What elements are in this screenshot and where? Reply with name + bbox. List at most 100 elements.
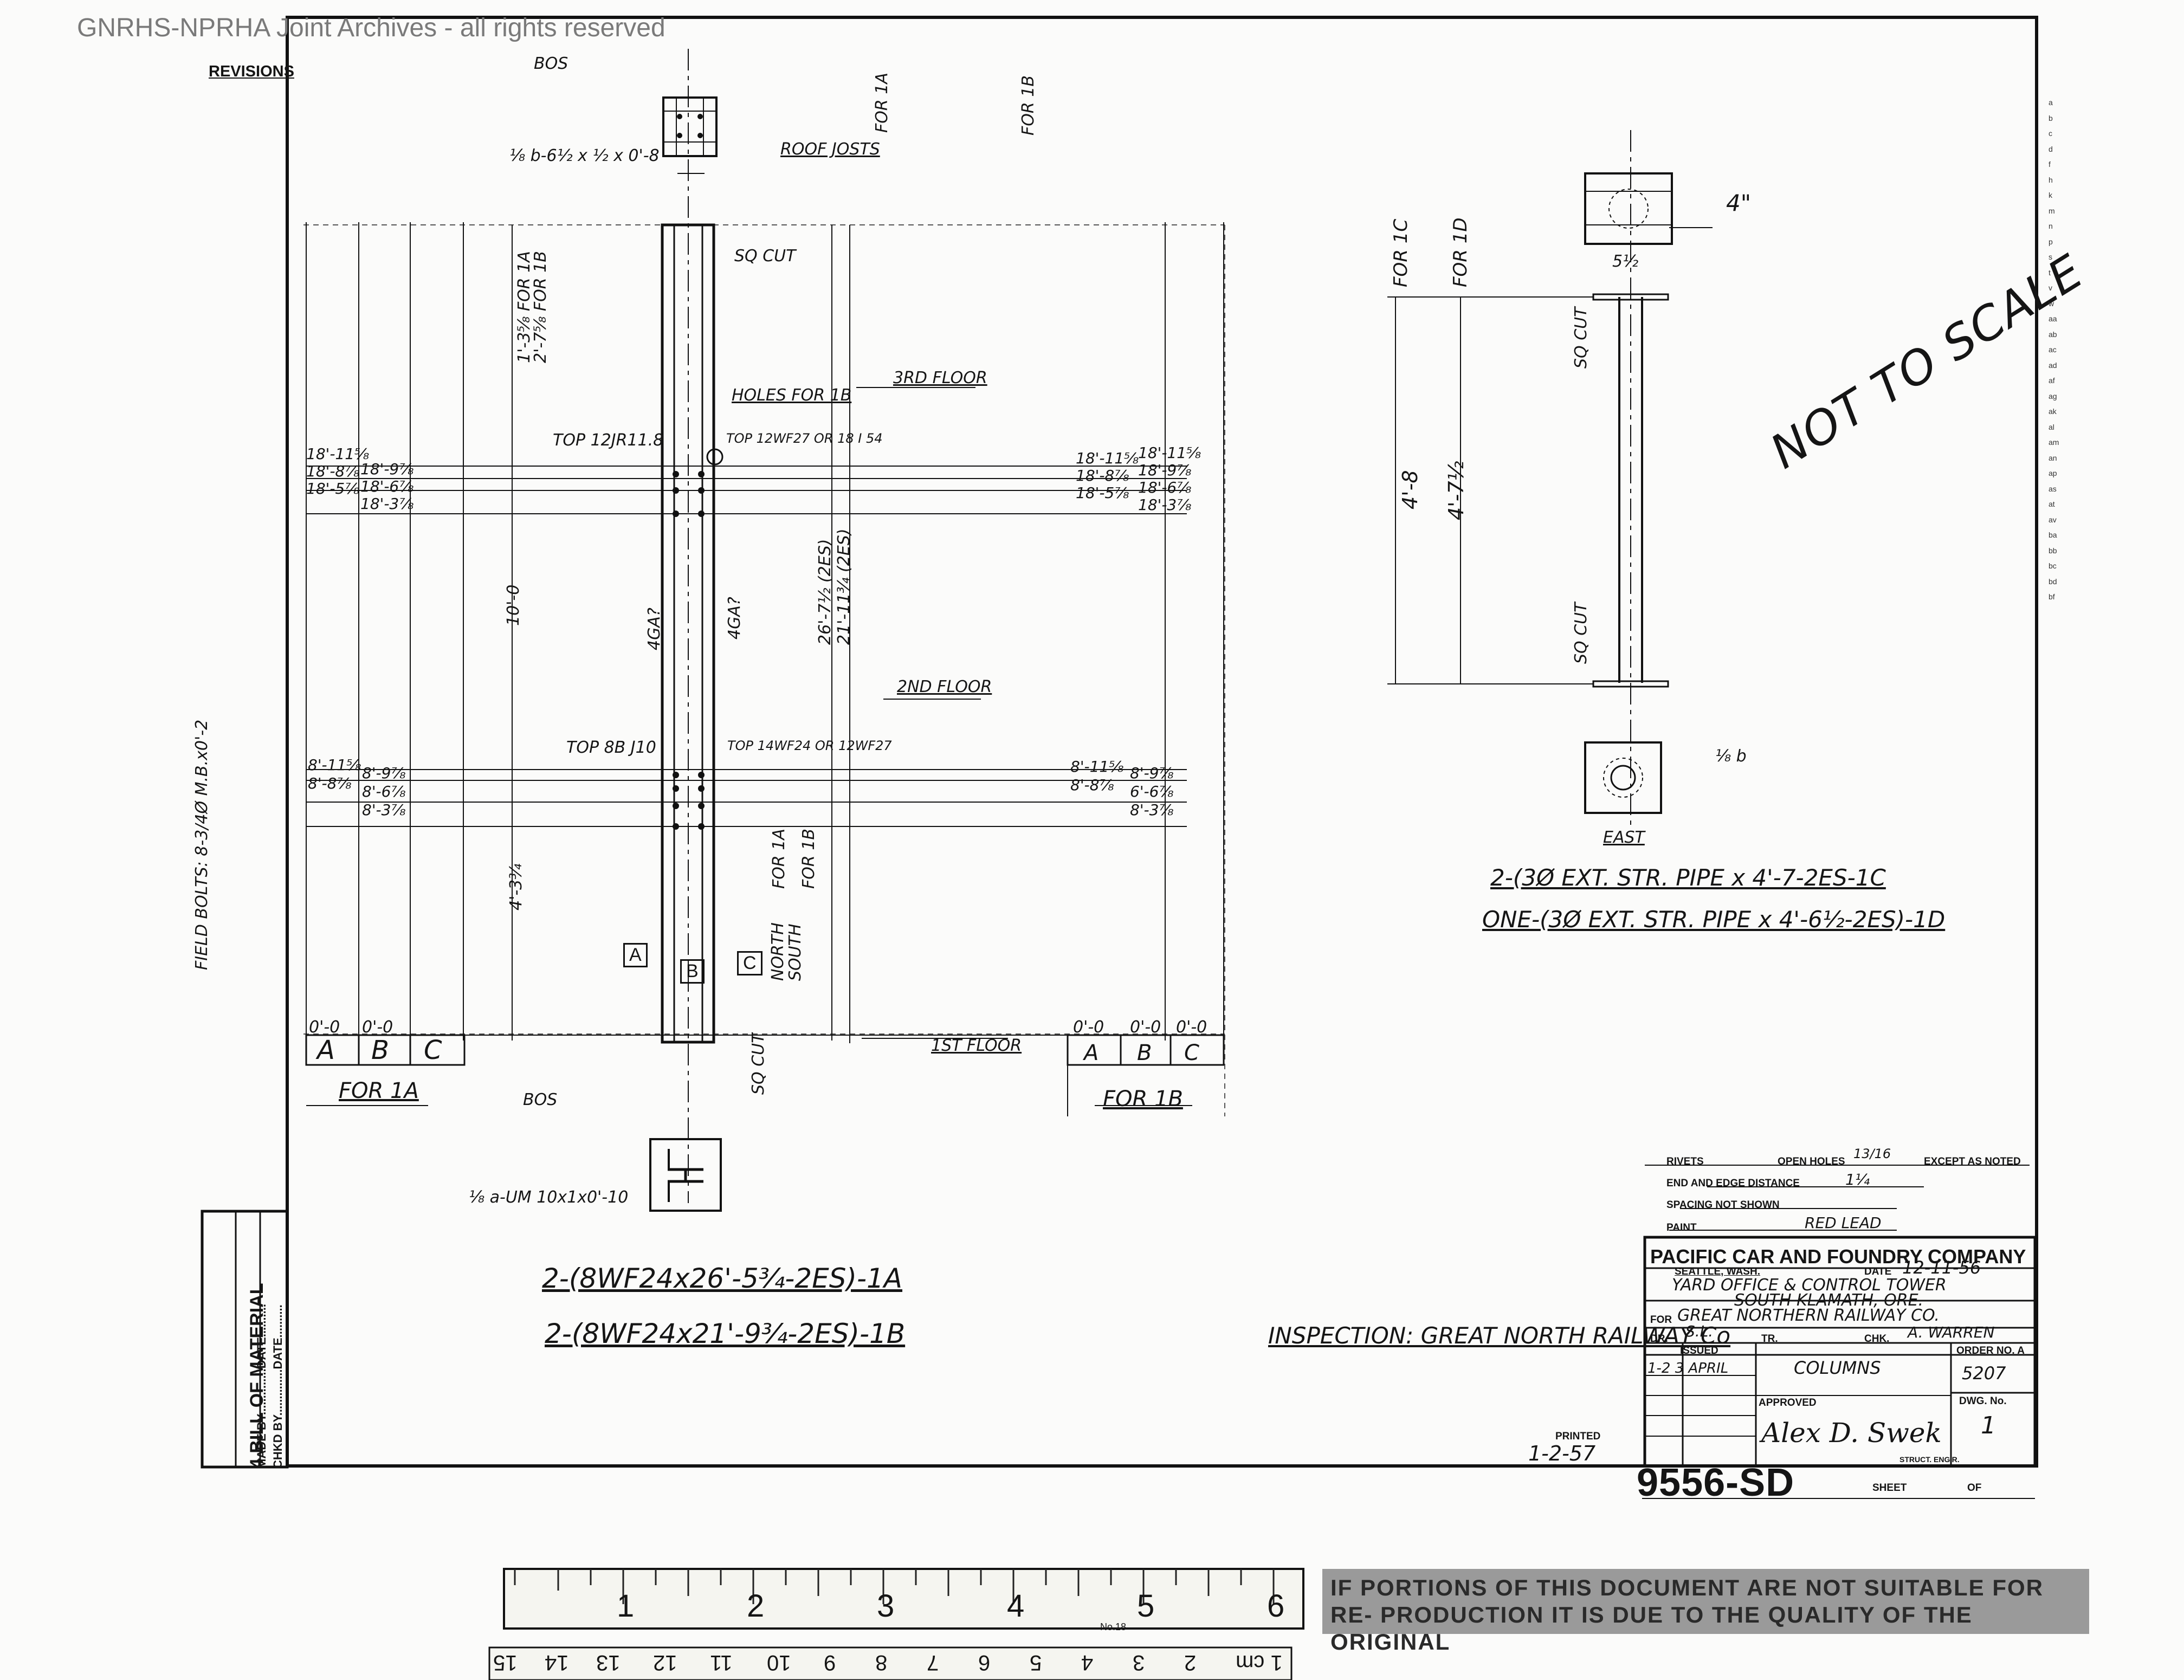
holes-for-1b-label: HOLES FOR 1B: [732, 386, 852, 405]
bos-top-label: BOS: [534, 54, 568, 73]
index-letter: ba: [2049, 531, 2057, 539]
ruler-cm-14: 14: [545, 1651, 569, 1675]
revisions-header: REVISIONS: [209, 63, 294, 80]
mark-a: A: [623, 943, 648, 967]
ruler-inch-3: 3: [877, 1588, 895, 1624]
for-1a-top-label: FOR 1A: [873, 73, 891, 133]
scale-ruler: [503, 1568, 1304, 1630]
project-line-2: SOUTH KLAMATH, ORE.: [1734, 1291, 1924, 1310]
dwg-no-label: DWG. No.: [1959, 1395, 2007, 1407]
pipe-sq-cut-bottom: SQ CUT: [1572, 602, 1591, 664]
bom-checked-by: CHKD BY..............DATE..........: [271, 1304, 285, 1469]
index-letter: ab: [2049, 329, 2057, 339]
ruler-cm-8: 8: [875, 1651, 888, 1675]
drawn-by-value: S.L.: [1685, 1322, 1714, 1340]
of-label: OF: [1967, 1482, 1982, 1494]
pipe-dim-4-8: 4'-8: [1398, 470, 1422, 509]
issued-row: 1-2 3 APRIL: [1647, 1360, 1729, 1377]
top-upper-right-label: TOP 12WF27 OR 18 I 54: [726, 431, 883, 446]
table-left-caption: FOR 1A: [339, 1078, 419, 1103]
table-left-col-c: C: [424, 1035, 442, 1065]
sheet-label: SHEET: [1872, 1482, 1907, 1494]
edge-distance-label: END AND EDGE DISTANCE: [1666, 1178, 1800, 1189]
ruler-cm-4: 4: [1081, 1651, 1094, 1675]
checked-by-value: A. WARREN: [1908, 1323, 1995, 1341]
index-letter: al: [2049, 422, 2054, 431]
reproduction-disclaimer: IF PORTIONS OF THIS DOCUMENT ARE NOT SUI…: [1330, 1575, 2044, 1655]
index-letter: am: [2049, 438, 2059, 447]
metric-ruler: [488, 1646, 1293, 1680]
approver-signature: Alex D. Swek: [1761, 1417, 1942, 1449]
dim-4-3-label: 4'-3¾: [507, 863, 526, 910]
pipe-dim-5-5: 5½: [1612, 252, 1639, 271]
index-letter: f: [2049, 160, 2051, 169]
index-letter: ad: [2049, 360, 2057, 370]
gage-left-label: 4GA?: [645, 608, 664, 650]
inspection-note: INSPECTION: GREAT NORTH RAILWAY Co: [1268, 1322, 1731, 1349]
sheet-border: [286, 16, 2038, 1468]
index-letter: bf: [2049, 592, 2055, 601]
for-1a-side-label: FOR 1A: [770, 829, 789, 889]
project-line-1: YARD OFFICE & CONTROL TOWER: [1672, 1276, 1947, 1295]
pipe-plate-b: ⅛ b: [1715, 747, 1747, 766]
ruler-inch-5: 5: [1137, 1588, 1155, 1624]
field-bolts-note: FIELD BOLTS: 8-3/4Ø M.B.x0'-2: [192, 719, 211, 970]
length-1a-label: 26'-7½ (2ES): [816, 539, 835, 645]
zero-right-c: 0'-0: [1176, 1018, 1207, 1037]
ruler-inch-2: 2: [747, 1588, 765, 1624]
paint-value: RED LEAD: [1805, 1214, 1882, 1232]
zero-right-a: 0'-0: [1073, 1018, 1104, 1037]
pipe-cap-plate: [1584, 172, 1673, 245]
mark-line-1d: ONE-(3Ø EXT. STR. PIPE x 4'-6½-2ES)-1D: [1482, 906, 1946, 933]
index-letter: h: [2049, 175, 2053, 184]
traced-by-label: TR.: [1761, 1333, 1778, 1345]
for-1b-top-label: FOR 1B: [1019, 75, 1038, 135]
table-right-col-c: C: [1184, 1041, 1199, 1065]
open-holes-value: 13/16: [1853, 1146, 1891, 1161]
index-letter: s: [2049, 253, 2052, 261]
archive-watermark: GNRHS-NPRHA Joint Archives - all rights …: [77, 14, 665, 42]
south-label: SOUTH: [786, 923, 805, 981]
index-letter: v: [2049, 283, 2052, 292]
pipe-dim-4-7: 4'-7½: [1444, 461, 1468, 520]
checked-by-label: CHK.: [1864, 1333, 1890, 1345]
ruler-inch-4: 4: [1007, 1588, 1025, 1624]
open-holes-label: OPEN HOLES: [1778, 1156, 1845, 1167]
mark-line-1a: 2-(8WF24x26'-5¾-2ES)-1A: [542, 1263, 903, 1294]
zero-left-b: 0'-0: [362, 1018, 393, 1037]
index-letter: at: [2049, 500, 2055, 508]
base-plate-a: [649, 1138, 722, 1212]
zero-right-b: 0'-0: [1130, 1018, 1161, 1037]
index-letter: ac: [2049, 345, 2057, 354]
pipe-sq-cut-top: SQ CUT: [1572, 307, 1591, 369]
sq-cut-top-label: SQ CUT: [734, 247, 796, 266]
index-letter: af: [2049, 376, 2055, 385]
table-left-col-a: A: [317, 1035, 335, 1065]
table-right-col-a: A: [1084, 1041, 1099, 1065]
mark-c: C: [737, 951, 763, 975]
ruler-cm-12: 12: [653, 1651, 677, 1675]
index-letter: p: [2049, 237, 2053, 246]
index-letter: as: [2049, 484, 2057, 493]
printed-date: 1-2-57: [1528, 1442, 1596, 1465]
top-upper-left-label: TOP 12JR11.8: [553, 431, 664, 450]
issued-label: ISSUED: [1680, 1345, 1718, 1356]
cap-plate-b: [662, 96, 718, 157]
index-letter: ak: [2049, 407, 2057, 416]
top-lower-right-label: TOP 14WF24 OR 12WF27: [727, 738, 892, 753]
zero-left-a: 0'-0: [309, 1018, 340, 1037]
index-letter: t: [2049, 268, 2051, 277]
length-1b-label: 21'-11¾ (2ES): [835, 528, 854, 645]
index-letter: c: [2049, 129, 2052, 138]
roof-joists-label: ROOF JOSTS: [780, 140, 880, 159]
index-letter: d: [2049, 144, 2053, 153]
first-floor-label: 1ST FLOOR: [931, 1036, 1022, 1055]
base-plate-label: ⅛ a-UM 10x1x0'-10: [469, 1188, 629, 1207]
ruler-inch-1: 1: [617, 1588, 635, 1624]
for-1b-side-label: FOR 1B: [799, 829, 818, 889]
